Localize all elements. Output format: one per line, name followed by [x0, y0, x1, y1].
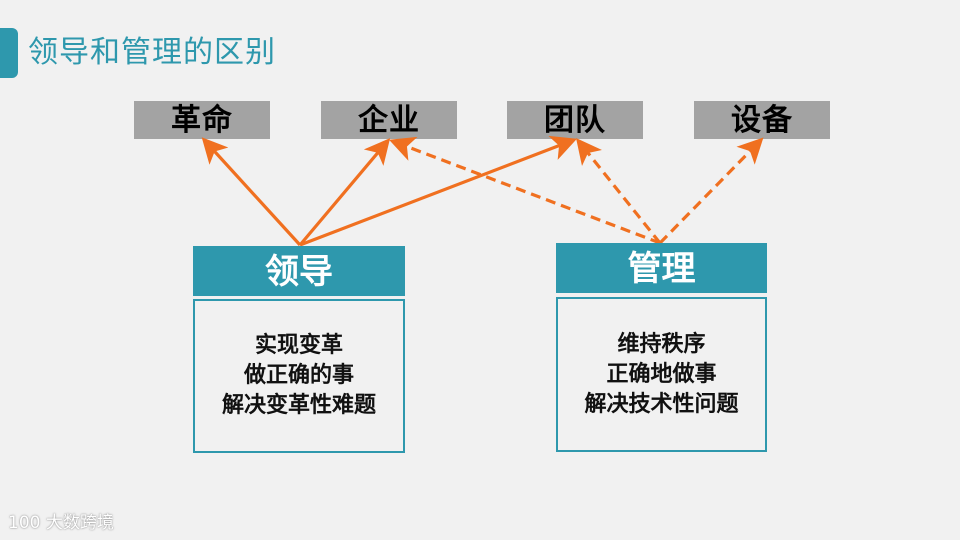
- arrow-lead-enterprise: [298, 138, 391, 247]
- management-arrows: [389, 136, 764, 245]
- leadership-box: 实现变革 做正确的事 解决变革性难题: [193, 299, 405, 453]
- arrow-lead-team: [299, 135, 577, 247]
- target-enterprise: 企业: [321, 101, 457, 139]
- management-box: 维持秩序 正确地做事 解决技术性问题: [556, 297, 767, 452]
- target-team: 团队: [507, 101, 643, 139]
- watermark-logo-icon: 100: [8, 513, 41, 533]
- management-line: 解决技术性问题: [584, 391, 739, 417]
- arrow-mgmt-team: [576, 138, 662, 244]
- target-revolution: 革命: [134, 101, 270, 139]
- leadership-line: 实现变革: [254, 333, 343, 358]
- watermark: 100 大数跨境: [8, 508, 114, 533]
- management-line: 维持秩序: [617, 331, 706, 357]
- watermark-text: 大数跨境: [45, 513, 114, 533]
- leadership-line: 做正确的事: [243, 363, 354, 388]
- arrow-lead-revolution: [201, 137, 302, 247]
- leadership-line: 解决变革性难题: [221, 393, 376, 418]
- target-equipment: 设备: [694, 101, 830, 139]
- slide-title: 领导和管理的区别: [28, 35, 276, 70]
- leadership-arrows: [201, 135, 577, 247]
- management-heading: 管理: [556, 243, 767, 293]
- title-accent-bar: [0, 28, 18, 78]
- management-line: 正确地做事: [606, 361, 717, 387]
- leadership-heading: 领导: [193, 246, 405, 296]
- arrow-mgmt-equipment: [658, 137, 764, 245]
